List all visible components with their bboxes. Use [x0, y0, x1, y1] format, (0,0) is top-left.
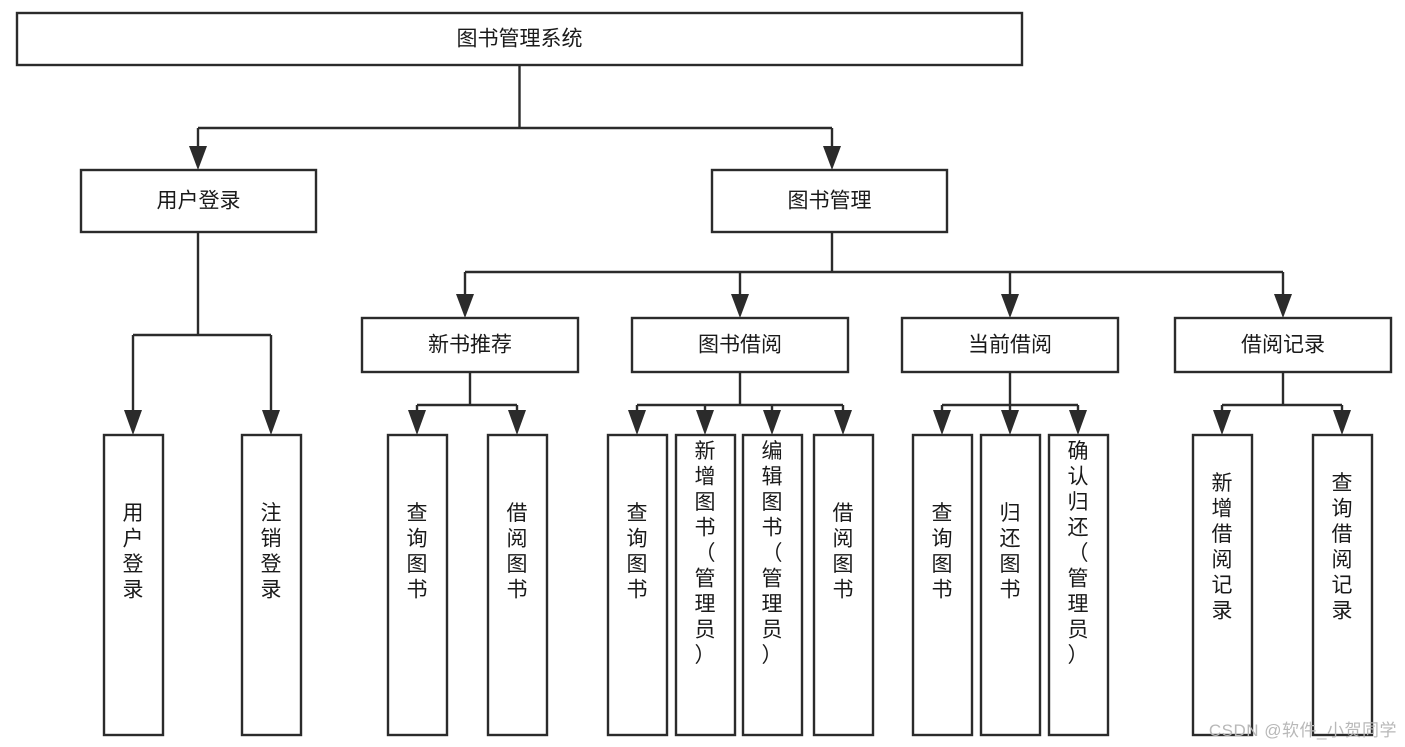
node-root-label: 图书管理系统 — [457, 28, 583, 51]
node-current-borrow-box[interactable] — [900, 316, 1120, 374]
node-leaf-edit-book[interactable]: 编辑图书（管理员） — [741, 433, 804, 737]
arrow-head-leaf-user-logout — [262, 410, 280, 435]
arrow-head-leaf-borrow-book-2 — [834, 410, 852, 435]
node-leaf-add-book[interactable]: 新增图书（管理员） — [674, 433, 737, 737]
node-leaf-confirm-return-label: 确认归还（管理员） — [1068, 440, 1089, 667]
node-user-login[interactable]: 用户登录 — [79, 168, 318, 234]
node-book-management-label: 图书管理 — [788, 190, 872, 213]
arrow-head-current-borrow — [1001, 294, 1019, 318]
csdn-watermark: CSDN @软件_小贺同学 — [1208, 721, 1397, 740]
arrow-head-leaf-user-login — [124, 410, 142, 435]
arrow-head-leaf-query-book-2 — [628, 410, 646, 435]
node-root-box[interactable] — [15, 11, 1024, 67]
node-new-book-recommend-label: 新书推荐 — [428, 334, 512, 357]
node-leaf-return-book-box[interactable] — [979, 433, 1042, 737]
node-root[interactable]: 图书管理系统 — [15, 11, 1024, 67]
node-leaf-query-book-1-box[interactable] — [386, 433, 449, 737]
arrow-head-new-book-recommend — [456, 294, 474, 318]
node-leaf-add-book-box[interactable] — [674, 433, 737, 737]
node-leaf-add-book-label: 新增图书（管理员） — [695, 440, 716, 667]
node-leaf-return-book[interactable]: 归还图书 — [979, 433, 1042, 737]
node-leaf-query-book-1[interactable]: 查询图书 — [386, 433, 449, 737]
arrow-head-leaf-return-book — [1001, 410, 1019, 435]
arrow-head-borrow-record — [1274, 294, 1292, 318]
node-leaf-query-book-2-box[interactable] — [606, 433, 669, 737]
node-leaf-query-book-3-box[interactable] — [911, 433, 974, 737]
node-leaf-query-book-2[interactable]: 查询图书 — [606, 433, 669, 737]
arrow-head-leaf-borrow-book-1 — [508, 410, 526, 435]
arrow-head-book-management — [823, 146, 841, 170]
arrow-head-user-login — [189, 146, 207, 170]
node-leaf-query-book-1-label: 查询图书 — [407, 502, 428, 602]
node-leaf-borrow-book-2[interactable]: 借阅图书 — [812, 433, 875, 737]
node-book-borrow[interactable]: 图书借阅 — [630, 316, 850, 374]
node-leaf-return-book-label: 归还图书 — [1000, 502, 1021, 602]
node-leaf-user-login-box[interactable] — [102, 433, 165, 737]
node-book-borrow-label: 图书借阅 — [698, 334, 782, 357]
node-new-book-recommend[interactable]: 新书推荐 — [360, 316, 580, 374]
node-leaf-add-record-box[interactable] — [1191, 433, 1254, 737]
node-leaf-add-record[interactable]: 新增借阅记录 — [1191, 433, 1254, 737]
node-leaf-edit-book-label: 编辑图书（管理员） — [762, 440, 783, 667]
node-leaf-user-login-label: 用户登录 — [123, 502, 144, 602]
node-borrow-record-box[interactable] — [1173, 316, 1393, 374]
node-book-management-box[interactable] — [710, 168, 949, 234]
node-borrow-record-label: 借阅记录 — [1241, 334, 1325, 357]
node-book-management[interactable]: 图书管理 — [710, 168, 949, 234]
node-leaf-user-login[interactable]: 用户登录 — [102, 433, 165, 737]
arrow-head-leaf-query-book-1 — [408, 410, 426, 435]
node-leaf-borrow-book-1[interactable]: 借阅图书 — [486, 433, 549, 737]
arrow-head-leaf-edit-book — [763, 410, 781, 435]
node-leaf-query-record-label: 查询借阅记录 — [1332, 472, 1353, 623]
arrow-head-leaf-add-record — [1213, 410, 1231, 435]
node-leaf-confirm-return-box[interactable] — [1047, 433, 1110, 737]
node-current-borrow[interactable]: 当前借阅 — [900, 316, 1120, 374]
node-leaf-query-book-3[interactable]: 查询图书 — [911, 433, 974, 737]
node-leaf-add-record-label: 新增借阅记录 — [1212, 472, 1233, 623]
node-leaf-confirm-return[interactable]: 确认归还（管理员） — [1047, 433, 1110, 737]
arrow-head-leaf-confirm-return — [1069, 410, 1087, 435]
node-leaf-query-book-3-label: 查询图书 — [932, 502, 953, 602]
node-book-borrow-box[interactable] — [630, 316, 850, 374]
node-borrow-record[interactable]: 借阅记录 — [1173, 316, 1393, 374]
arrow-head-book-borrow — [731, 294, 749, 318]
node-new-book-recommend-box[interactable] — [360, 316, 580, 374]
node-current-borrow-label: 当前借阅 — [968, 334, 1052, 357]
connector-layer — [124, 65, 1351, 435]
node-leaf-query-book-2-label: 查询图书 — [627, 502, 648, 602]
node-leaf-borrow-book-1-label: 借阅图书 — [507, 502, 528, 602]
node-leaf-query-record[interactable]: 查询借阅记录 — [1311, 433, 1374, 737]
node-user-login-box[interactable] — [79, 168, 318, 234]
node-leaf-user-logout-label: 注销登录 — [261, 502, 282, 602]
arrow-head-leaf-query-book-3 — [933, 410, 951, 435]
node-leaf-borrow-book-2-label: 借阅图书 — [833, 502, 854, 602]
node-leaf-edit-book-box[interactable] — [741, 433, 804, 737]
node-leaf-borrow-book-1-box[interactable] — [486, 433, 549, 737]
node-leaf-borrow-book-2-box[interactable] — [812, 433, 875, 737]
arrow-head-leaf-add-book — [696, 410, 714, 435]
node-leaf-user-logout-box[interactable] — [240, 433, 303, 737]
node-user-login-label: 用户登录 — [157, 190, 241, 213]
node-leaf-query-record-box[interactable] — [1311, 433, 1374, 737]
arrow-head-leaf-query-record — [1333, 410, 1351, 435]
node-leaf-user-logout[interactable]: 注销登录 — [240, 433, 303, 737]
